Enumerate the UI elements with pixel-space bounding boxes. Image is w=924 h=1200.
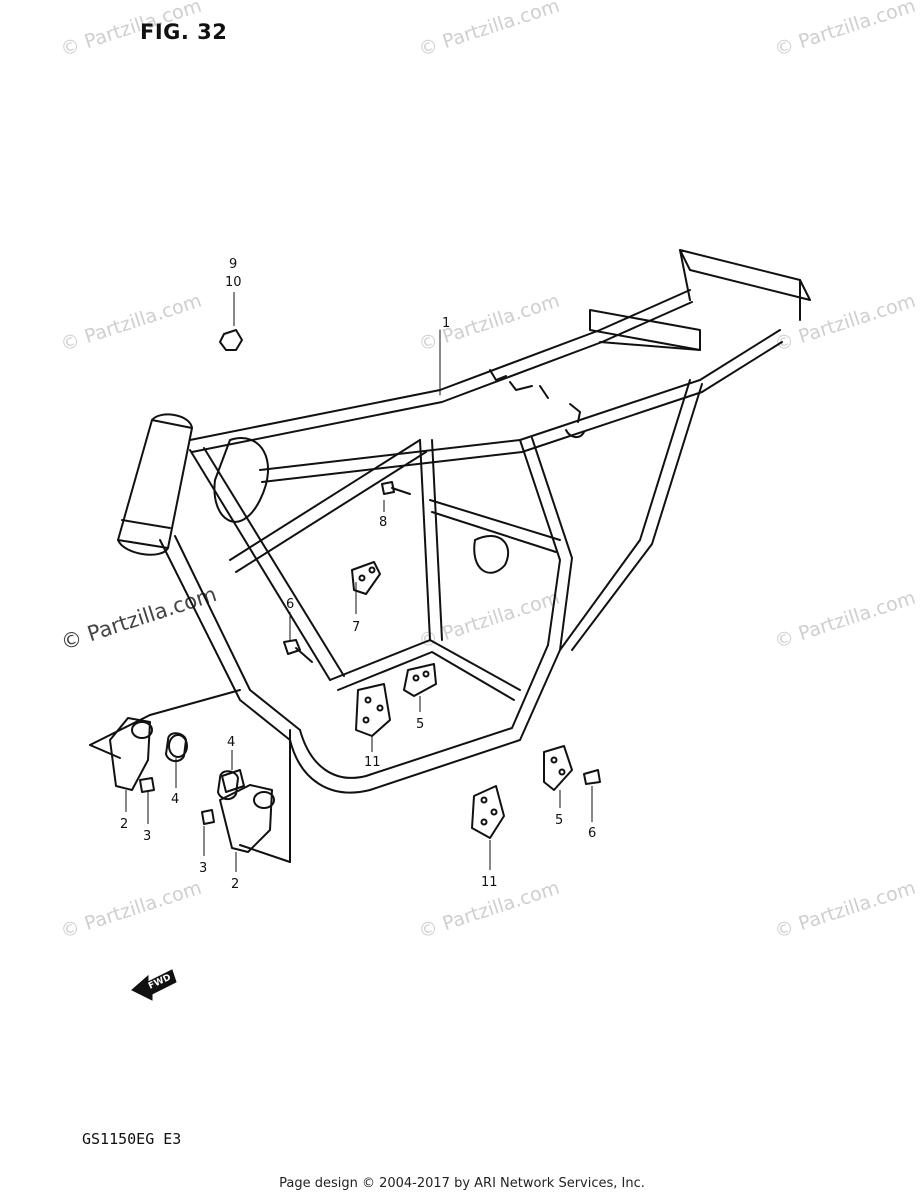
callout-4a: 4 [171,792,179,807]
nut-9-10 [219,329,243,351]
mount-plate-11b [471,785,505,839]
damper-4b [221,769,245,793]
steering-head [117,413,193,556]
callout-10: 10 [225,275,242,290]
main-frame [159,249,811,794]
page-footer: Page design © 2004-2017 by ARI Network S… [279,1176,645,1191]
callout-4b: 4 [227,735,235,750]
mount-plate-5b [543,745,573,791]
callout-5a: 5 [416,717,424,732]
callout-3b: 3 [199,861,207,876]
callout-1: 1 [442,316,450,331]
bolt-6b [583,769,601,785]
left-engine-bracket [89,689,241,793]
callout-11b: 11 [481,875,498,890]
callout-3a: 3 [143,829,151,844]
right-engine-bracket [201,729,291,863]
damper-4a [168,734,188,758]
leader-lines [125,292,593,872]
model-code: GS1150EG E3 [82,1130,182,1148]
callout-2b: 2 [231,877,239,892]
figure-title: FIG. 32 [140,20,228,44]
mount-plate-11a [355,683,391,737]
callout-6a: 6 [286,597,294,612]
mount-plate-5a [403,663,437,697]
callout-7: 7 [352,620,360,635]
callout-5b: 5 [555,813,563,828]
bolt-8 [381,481,411,495]
bolt-6a [283,639,313,663]
callout-9: 9 [229,257,237,272]
callout-8: 8 [379,515,387,530]
fwd-arrow-icon: FWD [131,969,177,1001]
callout-11a: 11 [364,755,381,770]
mount-plate-7 [351,561,381,595]
callout-6b: 6 [588,826,596,841]
callout-2a: 2 [120,817,128,832]
